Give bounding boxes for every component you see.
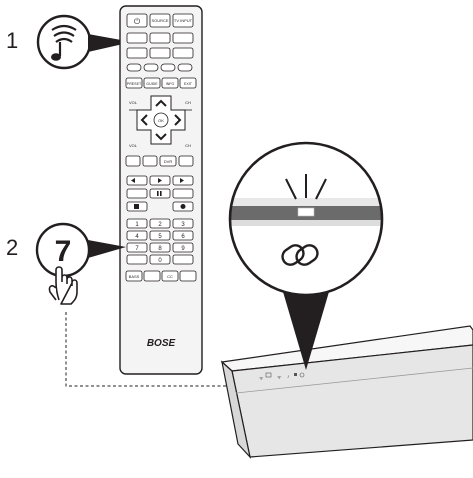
ch-label: CH: [185, 100, 191, 105]
svg-text:0: 0: [158, 258, 162, 264]
step-2-number: 2: [6, 235, 19, 260]
svg-text:4: 4: [135, 234, 139, 240]
svg-text:BASS: BASS: [129, 274, 140, 279]
up-button[interactable]: [155, 99, 167, 107]
pointing-hand-icon: [48, 266, 78, 305]
svg-text:CH: CH: [185, 143, 191, 148]
left-button[interactable]: [140, 114, 148, 126]
key-9[interactable]: 9: [172, 242, 194, 253]
svg-text:TV INPUT: TV INPUT: [174, 18, 193, 23]
step1-callout: [36, 14, 132, 70]
vol-label: VOL: [129, 100, 138, 105]
svg-text:OK: OK: [158, 118, 164, 123]
down-button[interactable]: [155, 133, 167, 141]
tv-input-button[interactable]: TV INPUT: [172, 13, 194, 28]
remote-control: ⏻ SOURCE TV INPUT: [119, 5, 203, 375]
key-6[interactable]: 6: [172, 230, 194, 241]
key-0[interactable]: 0: [149, 254, 171, 265]
svg-text:♪: ♪: [287, 374, 290, 380]
exit-button[interactable]: EXIT: [179, 77, 197, 89]
menu-button[interactable]: [179, 270, 197, 282]
bass-button[interactable]: BASS: [125, 270, 143, 282]
connector-dashed-line: [65, 312, 298, 387]
bottom-buttons: BASS CC: [125, 270, 197, 282]
soundbar: ᯤ ᯤ ♪: [220, 325, 473, 460]
navigation-pad: VOL CH VOL CH OK: [129, 95, 192, 148]
link-icon: [281, 244, 319, 266]
brand-logo: BOSE: [147, 338, 176, 349]
step2-callout: 7: [35, 222, 126, 305]
svg-text:SOURCE: SOURCE: [151, 18, 168, 23]
guide-button[interactable]: GUIDE: [143, 77, 161, 89]
ok-button[interactable]: OK: [153, 112, 169, 128]
light-rays: [285, 174, 327, 200]
svg-text:7: 7: [135, 246, 139, 252]
music-note-icon: [51, 24, 77, 61]
svg-text:EXIT: EXIT: [184, 82, 193, 86]
cc-button[interactable]: CC: [161, 270, 179, 282]
chat-button[interactable]: [143, 270, 161, 282]
power-button[interactable]: ⏻: [126, 13, 148, 28]
svg-text:INFO: INFO: [166, 82, 175, 86]
key-7-callout-label: 7: [55, 235, 72, 268]
function-row: DVR: [125, 155, 194, 167]
svg-text:5: 5: [158, 234, 162, 240]
svg-text:VOL: VOL: [129, 143, 138, 148]
key-2[interactable]: 2: [149, 218, 171, 229]
svg-text:DVR: DVR: [164, 159, 173, 164]
mode-buttons: [126, 32, 194, 59]
svg-text:CC: CC: [167, 274, 173, 279]
svg-text:6: 6: [181, 234, 185, 240]
status-light: [297, 207, 315, 217]
key-3[interactable]: 3: [172, 218, 194, 229]
svg-text:2: 2: [158, 222, 162, 228]
key-enter[interactable]: [172, 254, 194, 265]
source-button[interactable]: SOURCE: [149, 13, 171, 28]
right-button[interactable]: [174, 114, 182, 126]
key-8[interactable]: 8: [149, 242, 171, 253]
key-7[interactable]: 7: [126, 242, 148, 253]
soundbar-indicator-icons: ᯤ ᯤ ♪: [259, 372, 305, 382]
key-1[interactable]: 1: [126, 218, 148, 229]
svg-text:⏻: ⏻: [134, 17, 141, 26]
step-1-number: 1: [6, 28, 19, 53]
info-button[interactable]: INFO: [161, 77, 179, 89]
key-5[interactable]: 5: [149, 230, 171, 241]
key-prev[interactable]: [126, 254, 148, 265]
preset-button[interactable]: PRESET: [125, 77, 143, 89]
transport-buttons: [126, 175, 194, 212]
svg-text:1: 1: [135, 222, 139, 228]
svg-text:ᯤ: ᯤ: [259, 376, 264, 382]
key-4[interactable]: 4: [126, 230, 148, 241]
color-buttons: [126, 63, 193, 72]
svg-text:PRESET: PRESET: [127, 82, 142, 86]
svg-text:GUIDE: GUIDE: [146, 82, 158, 86]
svg-text:ᯤ: ᯤ: [277, 375, 282, 381]
svg-text:8: 8: [158, 246, 162, 252]
menu-buttons: PRESET GUIDE INFO EXIT: [125, 77, 197, 89]
dvr-button[interactable]: DVR: [159, 155, 177, 167]
svg-text:9: 9: [181, 246, 185, 252]
numeric-keypad: 1 2 3 4 5 6 7 8 9 0: [126, 218, 194, 265]
zoom-detail: [228, 141, 384, 297]
svg-text:3: 3: [181, 222, 185, 228]
